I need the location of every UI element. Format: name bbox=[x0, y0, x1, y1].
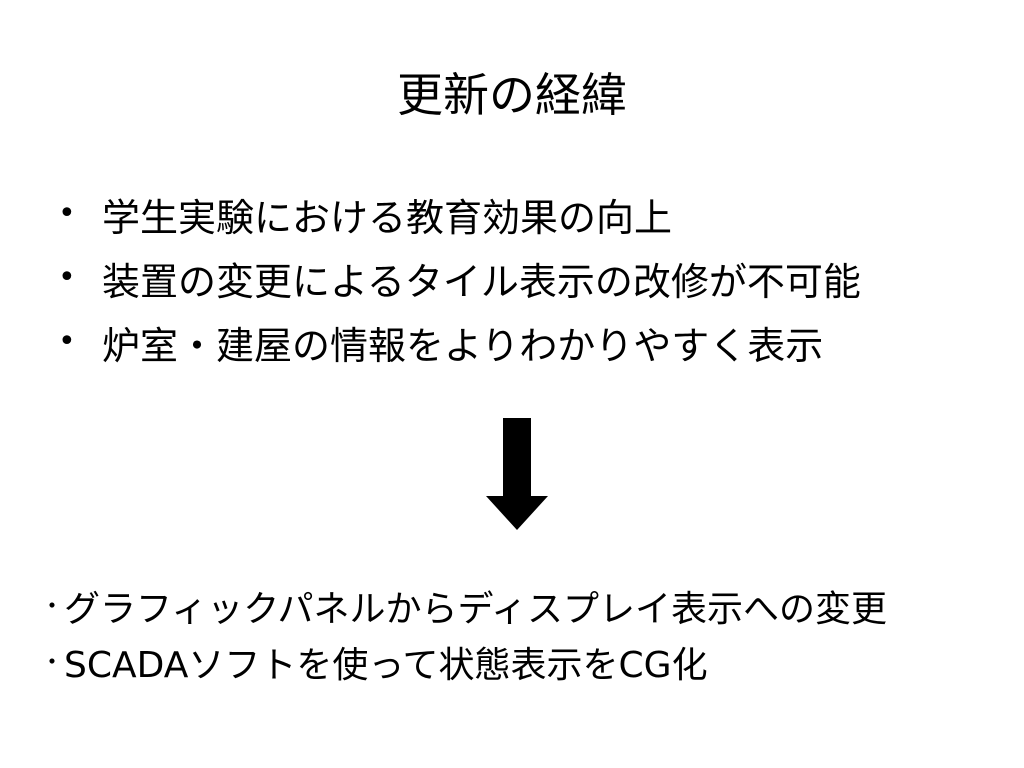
result-notes: ・ グラフィックパネルからディスプレイ表示への変更 ・ SCADAソフトを使って… bbox=[40, 578, 887, 690]
bullet-item: • 学生実験における教育効果の向上 bbox=[58, 182, 861, 246]
bullet-item: • 炉室・建屋の情報をよりわかりやすく表示 bbox=[58, 310, 861, 374]
note-text: SCADAソフトを使って状態表示をCG化 bbox=[64, 645, 708, 686]
note-item: ・ グラフィックパネルからディスプレイ表示への変更 bbox=[40, 578, 887, 634]
note-symbol: ・ bbox=[40, 648, 64, 676]
bullet-item: • 装置の変更によるタイル表示の改修が不可能 bbox=[58, 246, 861, 310]
bullet-text: 装置の変更によるタイル表示の改修が不可能 bbox=[102, 259, 861, 304]
bullet-symbol: • bbox=[58, 260, 76, 295]
bullet-symbol: • bbox=[58, 196, 76, 231]
bullet-symbol: • bbox=[58, 324, 76, 359]
note-symbol: ・ bbox=[40, 592, 64, 620]
bullet-list: • 学生実験における教育効果の向上 • 装置の変更によるタイル表示の改修が不可能… bbox=[58, 182, 861, 374]
bullet-text: 学生実験における教育効果の向上 bbox=[102, 195, 673, 240]
note-text: グラフィックパネルからディスプレイ表示への変更 bbox=[64, 589, 887, 630]
slide-title: 更新の経緯 bbox=[397, 68, 627, 122]
down-arrow-icon bbox=[486, 418, 548, 530]
bullet-text: 炉室・建屋の情報をよりわかりやすく表示 bbox=[102, 323, 824, 368]
note-item: ・ SCADAソフトを使って状態表示をCG化 bbox=[40, 634, 887, 690]
